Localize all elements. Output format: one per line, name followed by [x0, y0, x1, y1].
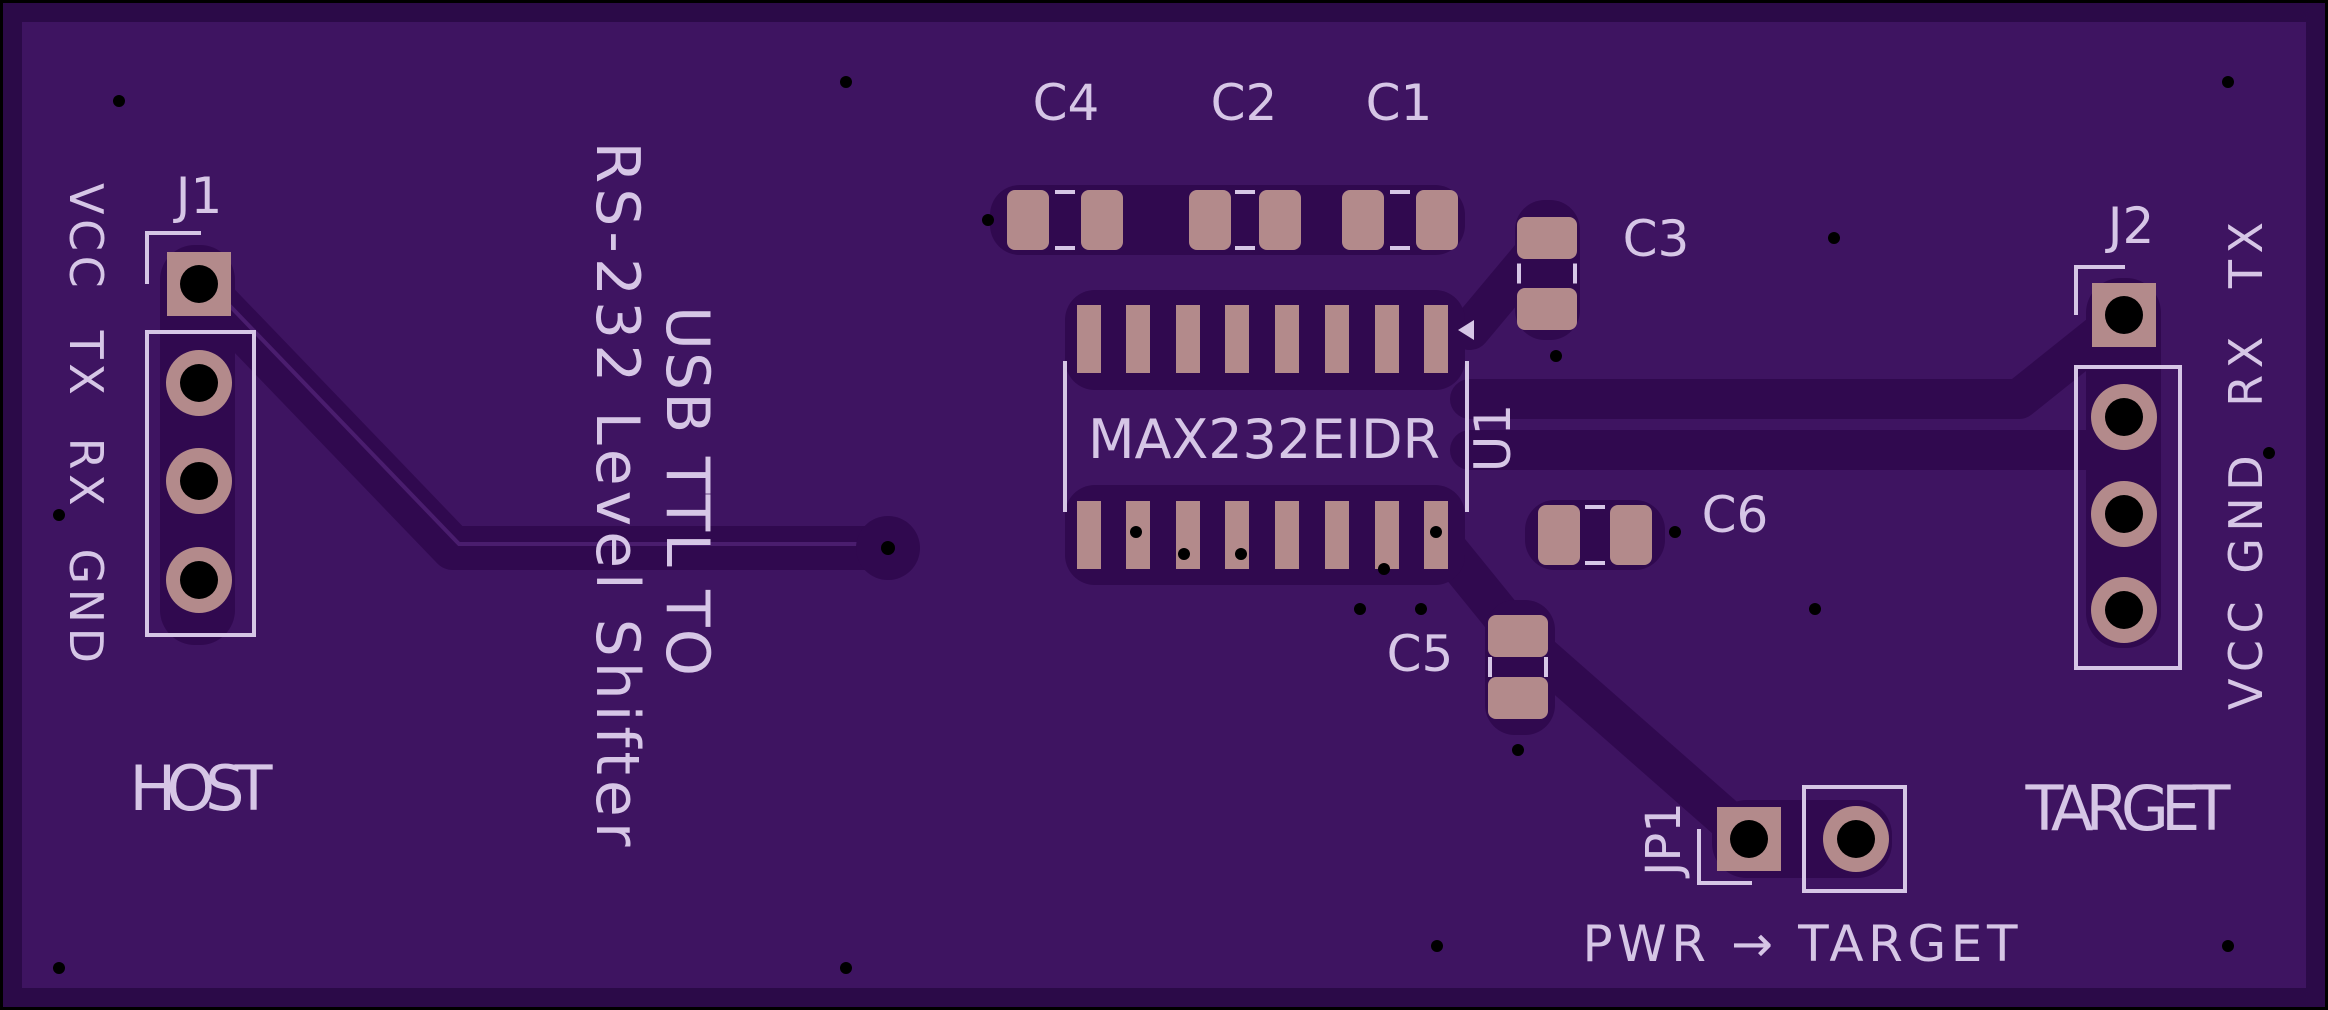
trace-j1-vcc — [177, 262, 910, 570]
j2-clearance — [2086, 278, 2161, 648]
via-drill — [2263, 447, 2275, 459]
via-drill — [1828, 232, 1840, 244]
jp1-outline — [1802, 785, 1907, 893]
c2-pad-2[interactable] — [1259, 190, 1301, 250]
c5-label: C5 — [1387, 625, 1454, 683]
u1-pad-top[interactable] — [1424, 305, 1448, 373]
u1-pad-top[interactable] — [1126, 305, 1150, 373]
via-drill — [1512, 744, 1524, 756]
c3-pad-1[interactable] — [1517, 217, 1577, 259]
c5-pad-2[interactable] — [1488, 677, 1548, 719]
u1-pad-top[interactable] — [1275, 305, 1299, 373]
j1-ref-label: J1 — [173, 167, 223, 225]
via-drill — [840, 962, 852, 974]
u1-pad-bottom[interactable] — [1077, 501, 1101, 569]
u1-pad-top[interactable] — [1176, 305, 1200, 373]
c3-pad-2[interactable] — [1517, 288, 1577, 330]
u1-pad-top[interactable] — [1325, 305, 1349, 373]
via-drill — [840, 76, 852, 88]
via-drill — [113, 95, 125, 107]
u1-pad-top[interactable] — [1077, 305, 1101, 373]
u1-pad-bottom[interactable] — [1375, 501, 1399, 569]
via-drill — [1550, 350, 1562, 362]
j2-outline — [2074, 365, 2182, 670]
capacitor-pads — [1007, 190, 1652, 719]
c4-pad-1[interactable] — [1007, 190, 1049, 250]
c6-pad-1[interactable] — [1538, 505, 1580, 565]
title-line-2: RS-232 Level Shifter — [582, 142, 652, 847]
via-drill — [1235, 548, 1247, 560]
via-drill — [1415, 603, 1427, 615]
host-label: HOST — [130, 752, 274, 825]
u1-pin1-marker-icon — [1458, 320, 1474, 340]
u1-pad-bottom[interactable] — [1275, 501, 1299, 569]
c1-pad-2[interactable] — [1416, 190, 1458, 250]
c2-label: C2 — [1211, 74, 1278, 132]
j1-pin-labels: VCC TX RX GND — [59, 183, 113, 663]
title-line-1: USB TTL TO — [652, 306, 722, 676]
jp1-ref-label: JP1 — [1636, 802, 1692, 879]
via-drill — [1354, 603, 1366, 615]
jp1-caption: PWR → TARGET — [1583, 915, 2018, 973]
via-drill — [1178, 548, 1190, 560]
via-drill — [1431, 940, 1443, 952]
u1-bottom-clearance — [1065, 485, 1465, 585]
c4-label: C4 — [1033, 74, 1100, 132]
jumper-jp1[interactable] — [1697, 785, 1907, 893]
via-drill — [1669, 526, 1681, 538]
via — [856, 516, 920, 580]
c6-label: C6 — [1702, 486, 1769, 544]
mounting-drills — [53, 76, 2275, 974]
connector-j1[interactable] — [145, 231, 256, 637]
connector-j2[interactable] — [2074, 265, 2182, 670]
trace-highlight — [203, 278, 888, 546]
via-drill — [1130, 526, 1142, 538]
u1-pad-bottom[interactable] — [1325, 501, 1349, 569]
j1-outline — [145, 330, 256, 637]
via-drill — [982, 214, 994, 226]
jp1-pin1-mark — [1697, 829, 1752, 885]
c1-label: C1 — [1366, 74, 1433, 132]
j1-pin1-mark — [145, 231, 201, 284]
target-label: TARGET — [2025, 772, 2232, 845]
u1-top-clearance — [1065, 290, 1465, 390]
via-drill — [1378, 563, 1390, 575]
c1-pad-1[interactable] — [1342, 190, 1384, 250]
via-drill — [53, 509, 65, 521]
u1-pad-bottom[interactable] — [1225, 501, 1249, 569]
u1-pad-bottom[interactable] — [1176, 501, 1200, 569]
j2-ref-label: J2 — [2105, 197, 2155, 255]
via-drill — [2222, 940, 2234, 952]
u1-pad-top[interactable] — [1225, 305, 1249, 373]
c5-pad-1[interactable] — [1488, 615, 1548, 657]
j1-clearance — [160, 245, 235, 645]
c3-label: C3 — [1623, 210, 1690, 268]
via-drill — [2222, 76, 2234, 88]
c6-pad-2[interactable] — [1610, 505, 1652, 565]
u1-ref-label: U1 — [1464, 404, 1522, 472]
via-drill — [53, 962, 65, 974]
u1-pad-top[interactable] — [1375, 305, 1399, 373]
ic-u1[interactable] — [1077, 305, 1448, 569]
j2-pin-labels: VCC GND RX TX — [2219, 222, 2273, 710]
u1-value-label: MAX232EIDR — [1088, 408, 1440, 471]
via-drill — [1430, 526, 1442, 538]
c4-pad-2[interactable] — [1081, 190, 1123, 250]
j2-pin1-mark — [2074, 265, 2125, 315]
via-drill — [1809, 603, 1821, 615]
c2-pad-1[interactable] — [1189, 190, 1231, 250]
